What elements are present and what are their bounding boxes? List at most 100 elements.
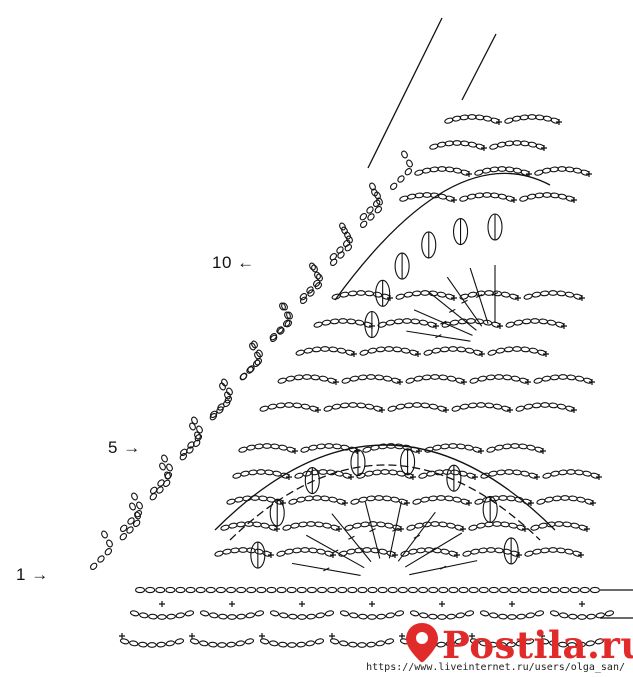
chain-stitch <box>359 220 368 229</box>
chain-stitch <box>270 443 280 450</box>
chain-stitch <box>568 613 578 620</box>
chain-stitch <box>366 374 376 380</box>
single-crochet <box>299 601 305 607</box>
chain-stitch <box>444 495 454 502</box>
chain-stitch <box>344 243 353 252</box>
chain-stitch <box>412 498 422 505</box>
chain-stitch <box>506 641 516 648</box>
double-crochet <box>348 535 355 540</box>
single-crochet <box>507 407 513 413</box>
chain-stitch <box>136 501 143 510</box>
chain-stitch <box>540 547 550 554</box>
chain-stitch <box>312 279 321 288</box>
chain-stitch <box>508 522 518 529</box>
single-crochet <box>398 526 404 532</box>
chain-stitch <box>336 246 344 254</box>
chain-stitch <box>468 524 478 531</box>
chain-stitch <box>455 612 465 619</box>
chain-stitch <box>348 402 358 408</box>
chain-stitch <box>583 377 593 384</box>
chain-stitch <box>488 641 498 648</box>
chain-stitch <box>377 586 388 594</box>
chain-stitch <box>310 374 321 381</box>
chain-stitch <box>374 374 385 381</box>
single-crochet <box>472 474 478 480</box>
chain-stitch <box>303 347 314 354</box>
chain-stitch <box>546 319 557 326</box>
chain-stitch <box>254 443 264 450</box>
chain-stitch <box>244 638 255 645</box>
chain-stitch <box>500 291 511 298</box>
single-crochet <box>315 407 321 413</box>
chain-stitch <box>246 444 256 451</box>
chain-stitch <box>258 495 268 502</box>
chain-stitch <box>448 443 458 449</box>
chain-stitch <box>479 640 489 647</box>
single-crochet <box>369 601 375 607</box>
chain-stitch <box>548 547 558 553</box>
chain-stitch <box>266 586 277 594</box>
chain-stitch <box>492 403 503 410</box>
chain-stitch <box>467 402 478 409</box>
chain-stitch <box>589 586 600 594</box>
chain-stitch <box>391 377 401 384</box>
chain-stitch <box>208 641 218 648</box>
single-crochet <box>556 119 562 125</box>
single-crochet <box>280 500 286 506</box>
chain-stitch <box>101 530 108 539</box>
chain-stitch <box>166 463 173 472</box>
chain-stitch <box>290 522 300 529</box>
chain-stitch <box>476 522 486 529</box>
chain-stitch <box>424 547 434 553</box>
chain-stitch <box>531 291 542 298</box>
chain-stitch <box>487 349 497 356</box>
chain-stitch <box>555 321 565 328</box>
chain-stitch <box>364 403 375 410</box>
chain-stitch <box>454 524 464 531</box>
chain-stitch <box>226 387 233 396</box>
chain-stitch <box>378 443 388 450</box>
chain-stitch <box>238 446 248 453</box>
chain-stitch <box>474 114 485 121</box>
chain-stitch <box>438 521 448 528</box>
chain-stitch <box>346 548 356 555</box>
chain-stitch <box>539 638 550 645</box>
chain-stitch <box>341 377 351 384</box>
chain-stitch <box>404 472 414 479</box>
chain-stitch <box>134 511 141 520</box>
chain-stitch <box>368 521 378 527</box>
double-crochet <box>491 292 499 296</box>
chain-stitch <box>106 539 113 548</box>
chain-stitch <box>473 349 483 356</box>
chain-stitch <box>227 614 237 620</box>
chain-stitch <box>341 226 348 235</box>
chain-stitch <box>132 519 141 528</box>
chain-stitch <box>367 213 375 221</box>
chain-stitch <box>519 114 530 121</box>
chain-stitch <box>347 290 358 297</box>
single-crochet <box>292 448 298 454</box>
chain-stitch <box>240 470 250 477</box>
chain-stitch <box>256 349 263 358</box>
chain-stitch <box>532 548 542 555</box>
source-url: https://www.liveinternet.ru/users/olga_s… <box>364 662 627 673</box>
chain-stitch <box>254 610 265 617</box>
chain-stitch <box>339 222 346 231</box>
chain-stitch <box>582 470 592 477</box>
row-number: 5 <box>108 438 118 457</box>
chain-stitch <box>149 486 158 495</box>
chain-stitch <box>395 293 405 300</box>
chain-stitch <box>436 141 447 148</box>
watermark-text: Postila.ru <box>442 623 633 667</box>
chain-stitch <box>454 638 465 645</box>
chain-stitch <box>530 318 540 324</box>
chain-stitch <box>586 613 596 620</box>
chain-stitch <box>236 586 247 594</box>
chain-stitch <box>438 586 449 594</box>
chain-stitch <box>332 443 342 450</box>
chain-stitch <box>407 586 419 594</box>
watermark-logo: Postila.ru <box>400 615 633 677</box>
chain-stitch <box>489 192 500 199</box>
chain-stitch <box>373 405 383 412</box>
